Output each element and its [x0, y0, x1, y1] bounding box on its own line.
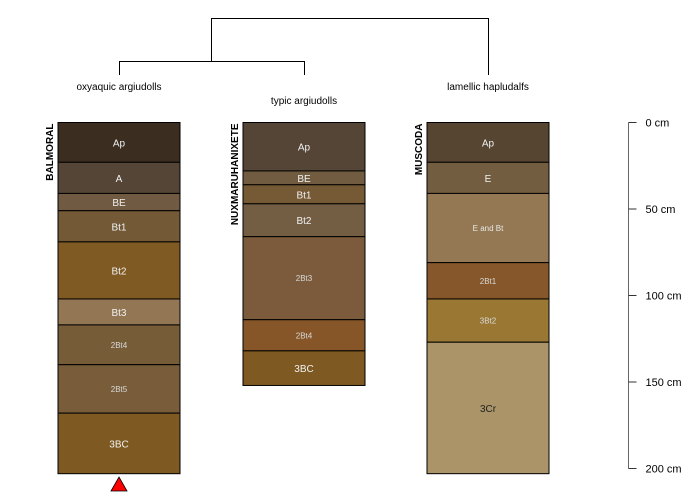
horizon-label: 2Bt4 — [111, 341, 128, 350]
horizon-3bc — [57, 412, 181, 475]
horizon-label: BE — [297, 174, 311, 185]
horizon-2bt3 — [242, 236, 366, 321]
horizon-label: E and Bt — [473, 224, 504, 233]
profile-muscoda: ApE E and Bt 2Bt1 3Bt2 3Cr MUSCODA — [414, 122, 550, 475]
horizon-label: BE — [112, 198, 126, 209]
horizon-ap — [426, 122, 550, 163]
horizon-3cr — [426, 341, 550, 475]
horizon-a — [57, 161, 181, 194]
horizon-e-and-bt — [426, 192, 550, 264]
group-label: typic argiudolls — [271, 96, 337, 107]
horizon-label: 3BC — [294, 364, 313, 375]
axis-tick-label: 200 cm — [646, 464, 682, 476]
depth-axis: 0 cm 50 cm 100 cm 150 cm 200 cm — [628, 118, 682, 476]
horizon-label: Ap — [482, 138, 495, 149]
horizon-label: Ap — [113, 138, 126, 149]
group-label: lamellic hapludalfs — [447, 82, 529, 93]
horizon-label: A — [116, 174, 123, 185]
horizon-label: Bt3 — [111, 308, 126, 319]
axis-tick-label: 100 cm — [646, 291, 682, 303]
group-label: oxyaquic argiudolls — [76, 82, 161, 93]
horizon-label: Bt1 — [111, 222, 126, 233]
horizon-label: 2Bt3 — [296, 274, 313, 283]
axis-tick-label: 50 cm — [646, 204, 676, 216]
profile-name: NUXMARUHANIXETE — [230, 123, 241, 225]
horizon-label: 2Bt1 — [480, 277, 497, 286]
horizon-label: 3Bt2 — [480, 317, 497, 326]
horizon-label: 3Cr — [480, 404, 497, 415]
profile-name: BALMORAL — [45, 124, 56, 181]
horizon-2bt1 — [426, 262, 550, 300]
marker-triangle-icon — [110, 476, 128, 492]
horizon-2bt4 — [57, 324, 181, 366]
profile-name: MUSCODA — [414, 124, 425, 176]
horizon-label: E — [485, 174, 492, 185]
horizon-bt2 — [242, 203, 366, 238]
horizon-label: 2Bt5 — [111, 385, 128, 394]
horizon-3bc — [242, 350, 366, 386]
horizon-label: 2Bt4 — [296, 331, 313, 340]
horizon-label: 3BC — [109, 439, 128, 450]
dendrogram — [119, 18, 489, 75]
horizon-2bt5 — [57, 364, 181, 414]
horizon-label: Bt2 — [111, 266, 126, 277]
horizon-3bt2 — [426, 298, 550, 343]
horizon-label: Bt2 — [296, 216, 311, 227]
horizon-label: Ap — [298, 143, 311, 154]
horizon-label: Bt1 — [296, 190, 311, 201]
axis-tick-label: 0 cm — [646, 118, 670, 130]
horizon-e — [426, 161, 550, 194]
axis-tick-label: 150 cm — [646, 377, 682, 389]
horizon-2bt4 — [242, 319, 366, 352]
horizon-ap — [242, 122, 366, 172]
